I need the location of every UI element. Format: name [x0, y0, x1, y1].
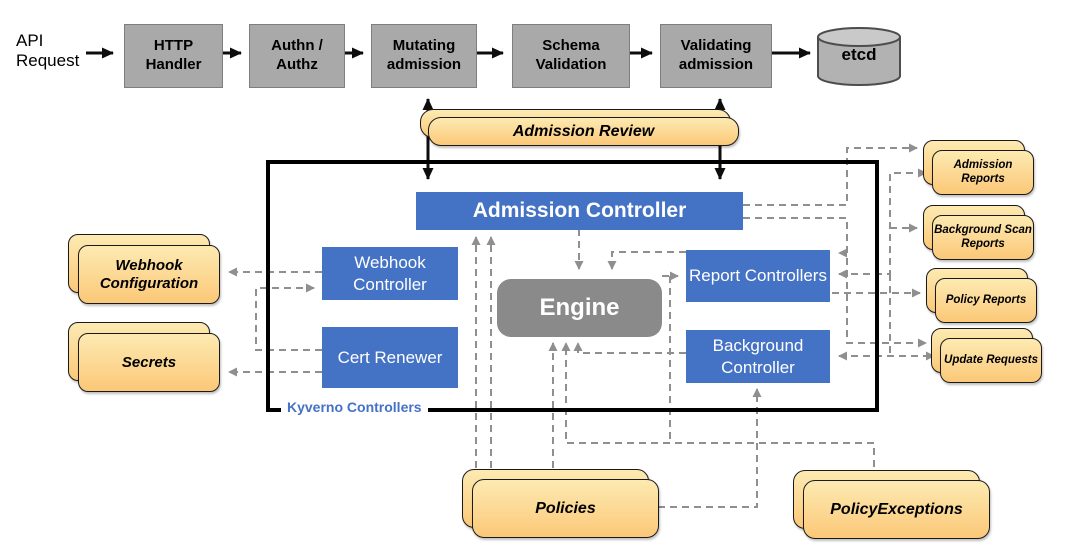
- background-scan-reports-label: Background Scan Reports: [932, 215, 1034, 260]
- secrets-label: Secrets: [78, 333, 220, 392]
- pipeline-box-mutating-admission: Mutating admission: [371, 24, 477, 88]
- admission-review-label: Admission Review: [428, 117, 739, 146]
- admission-controller-box: Admission Controller: [416, 192, 743, 230]
- etcd-cylinder-icon: [817, 27, 901, 86]
- pipeline-box-validating-admission: Validating admission: [660, 24, 772, 88]
- pipeline-box-authn-authz: Authn / Authz: [249, 24, 345, 88]
- policies-label: Policies: [472, 479, 659, 538]
- policy-exceptions-label: PolicyExceptions: [803, 480, 990, 539]
- webhook-configuration-label: Webhook Configuration: [78, 245, 220, 304]
- engine-box: Engine: [497, 279, 662, 337]
- report-controllers-box: Report Controllers: [686, 250, 830, 302]
- policy-reports-label: Policy Reports: [935, 278, 1037, 323]
- background-controller-box: Background Controller: [686, 330, 830, 383]
- admission-reports-label: Admission Reports: [932, 150, 1034, 195]
- webhook-controller-box: Webhook Controller: [322, 247, 458, 300]
- cert-renewer-box: Cert Renewer: [322, 327, 458, 388]
- kyverno-controllers-frame-label: Kyverno Controllers: [281, 399, 428, 415]
- pipeline-box-http-handler: HTTP Handler: [124, 24, 223, 88]
- etcd-label: etcd: [841, 45, 877, 64]
- api-request-label: API Request: [16, 31, 80, 71]
- update-requests-label: Update Requests: [940, 338, 1042, 383]
- pipeline-box-schema-validation: Schema Validation: [512, 24, 630, 88]
